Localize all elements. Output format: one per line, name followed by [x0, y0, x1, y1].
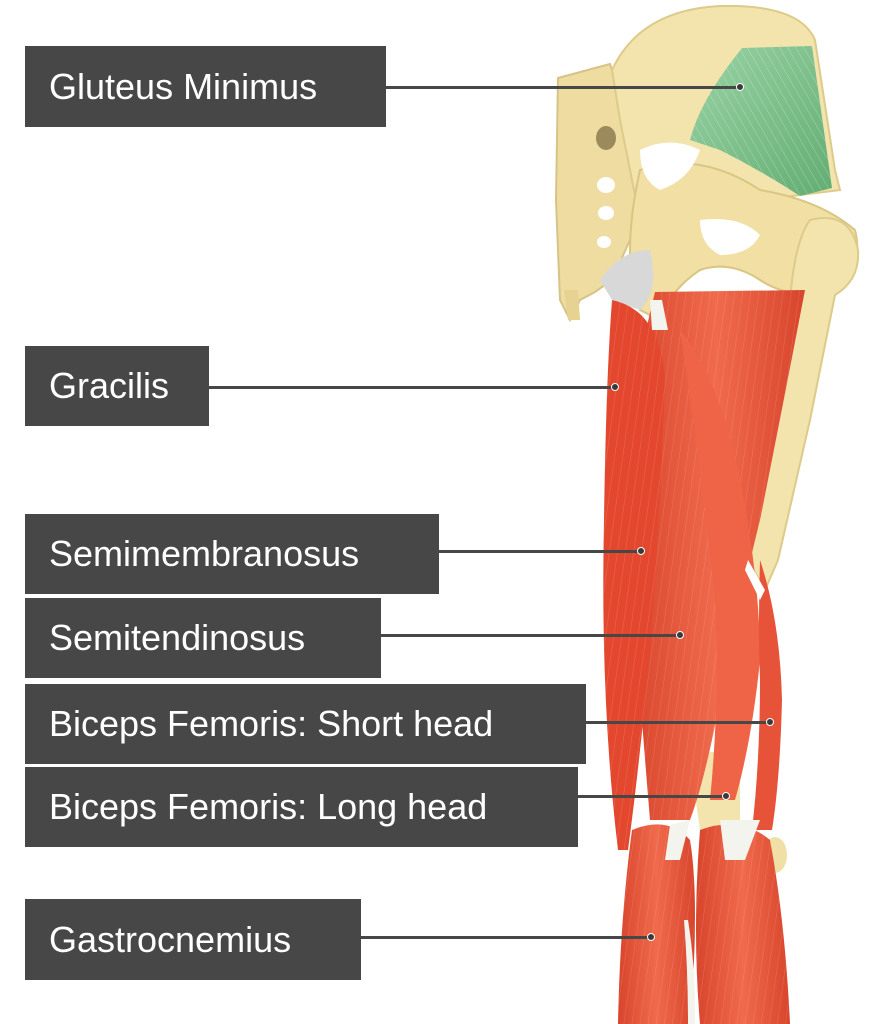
leader-biceps-femoris-long-head: [578, 795, 725, 798]
pointer-biceps-femoris-short-head: [766, 718, 774, 726]
leader-gluteus-minimus: [386, 86, 740, 89]
hamstring-muscles: [603, 290, 805, 850]
leader-gracilis: [209, 386, 614, 389]
label-biceps-femoris-long-head: Biceps Femoris: Long head: [25, 767, 578, 847]
label-gastrocnemius: Gastrocnemius: [25, 899, 361, 980]
leader-semitendinosus: [381, 634, 679, 637]
pointer-semimembranosus: [637, 547, 645, 555]
label-semitendinosus: Semitendinosus: [25, 598, 381, 678]
label-gluteus-minimus: Gluteus Minimus: [25, 46, 386, 127]
label-semimembranosus: Semimembranosus: [25, 514, 439, 594]
pointer-gluteus-minimus: [736, 83, 744, 91]
leader-gastrocnemius: [361, 936, 650, 939]
label-biceps-femoris-short-head: Biceps Femoris: Short head: [25, 684, 586, 764]
leader-biceps-femoris-short-head: [586, 721, 769, 724]
label-gracilis: Gracilis: [25, 346, 209, 426]
gluteus-minimus-muscle: [690, 46, 832, 196]
gastrocnemius-muscle: [618, 820, 790, 1024]
pointer-gracilis: [611, 383, 619, 391]
leader-semimembranosus: [439, 550, 640, 553]
pointer-semitendinosus: [676, 631, 684, 639]
pointer-gastrocnemius: [647, 933, 655, 941]
pointer-biceps-femoris-long-head: [722, 792, 730, 800]
sacrum: [554, 62, 642, 323]
